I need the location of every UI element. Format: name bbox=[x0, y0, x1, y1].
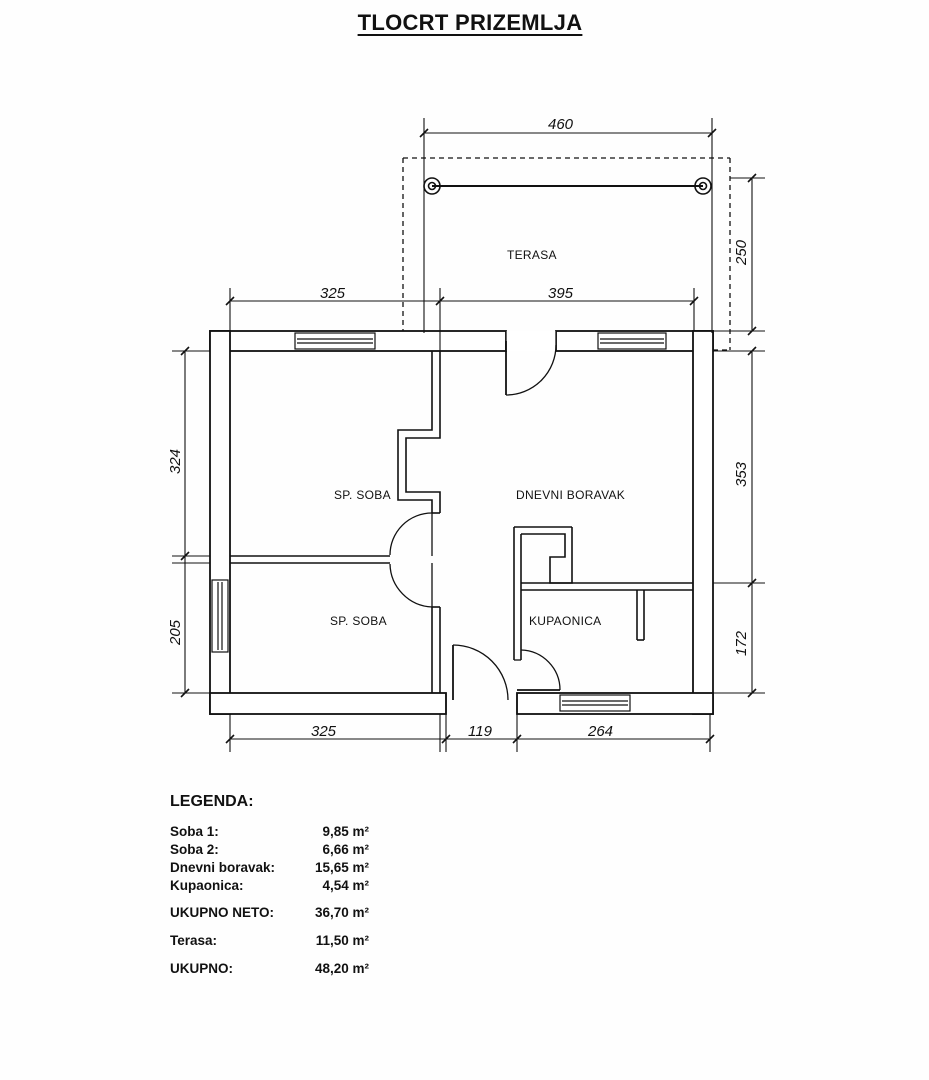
legend-value: 6,66 m² bbox=[322, 842, 369, 857]
front-door bbox=[445, 644, 518, 714]
terrace-outline bbox=[402, 157, 731, 351]
legend-row: Soba 1: 9,85 m² bbox=[170, 823, 369, 841]
dim-right-upper: 353 bbox=[733, 461, 750, 487]
dim-left-upper: 324 bbox=[167, 449, 184, 474]
legend: LEGENDA: Soba 1: 9,85 m² Soba 2: 6,66 m² D… bbox=[170, 793, 369, 978]
legend-value: 4,54 m² bbox=[322, 878, 369, 893]
window-bottom-right bbox=[559, 694, 631, 712]
dim-terrace-depth: 250 bbox=[733, 239, 750, 266]
legend-label: UKUPNO NETO: bbox=[170, 905, 275, 920]
room-label-bedroom-2: SP. SOBA bbox=[330, 614, 387, 628]
interior-walls bbox=[230, 351, 693, 693]
room-label-bedroom-1: SP. SOBA bbox=[334, 488, 391, 502]
legend-row: Dnevni boravak: 15,65 m² bbox=[170, 859, 369, 877]
dim-terrace-width: 460 bbox=[548, 116, 574, 133]
legend-label: Dnevni boravak: bbox=[170, 860, 276, 875]
legend-title: LEGENDA: bbox=[170, 793, 254, 810]
room-label-bathroom: KUPAONICA bbox=[529, 614, 602, 628]
dim-bottom-left: 325 bbox=[311, 723, 337, 740]
dim-right-lower: 172 bbox=[733, 630, 750, 656]
terrace-column-right bbox=[694, 177, 712, 195]
legend-row: Soba 2: 6,66 m² bbox=[170, 841, 369, 859]
window-top-right bbox=[597, 332, 667, 350]
room-label-living-room: DNEVNI BORAVAK bbox=[516, 488, 625, 502]
legend-terrace: Terasa: 11,50 m² bbox=[170, 932, 369, 950]
outer-walls bbox=[209, 330, 714, 715]
legend-label: UKUPNO: bbox=[170, 961, 233, 976]
terrace-door bbox=[505, 331, 557, 396]
dim-left-lower: 205 bbox=[167, 619, 184, 646]
dim-bottom-middle: 119 bbox=[468, 723, 493, 740]
page-title: TLOCRT PRIZEMLJA bbox=[357, 10, 583, 35]
dim-top-right: 395 bbox=[548, 285, 574, 302]
bedroom-doors bbox=[389, 512, 433, 608]
legend-value: 36,70 m² bbox=[314, 905, 369, 920]
dimension-ticks bbox=[180, 128, 757, 744]
legend-value: 11,50 m² bbox=[315, 933, 369, 948]
dim-bottom-right: 264 bbox=[587, 723, 613, 740]
bathroom-door bbox=[514, 649, 561, 691]
legend-value: 15,65 m² bbox=[314, 860, 369, 875]
window-left-lower bbox=[211, 579, 229, 653]
legend-label: Soba 2: bbox=[170, 842, 219, 857]
legend-value: 9,85 m² bbox=[322, 824, 369, 839]
legend-value: 48,20 m² bbox=[314, 961, 369, 976]
legend-row: Kupaonica: 4,54 m² bbox=[170, 877, 369, 895]
legend-label: Kupaonica: bbox=[170, 878, 244, 893]
legend-net-total: UKUPNO NETO: 36,70 m² bbox=[170, 904, 369, 922]
room-label-terasa: TERASA bbox=[507, 248, 557, 262]
legend-grand-total: UKUPNO: 48,20 m² bbox=[170, 960, 369, 978]
legend-label: Terasa: bbox=[170, 933, 218, 948]
dim-top-left: 325 bbox=[320, 285, 346, 302]
window-top-left bbox=[294, 332, 376, 350]
dimension-lines bbox=[172, 118, 765, 752]
legend-label: Soba 1: bbox=[170, 824, 219, 839]
